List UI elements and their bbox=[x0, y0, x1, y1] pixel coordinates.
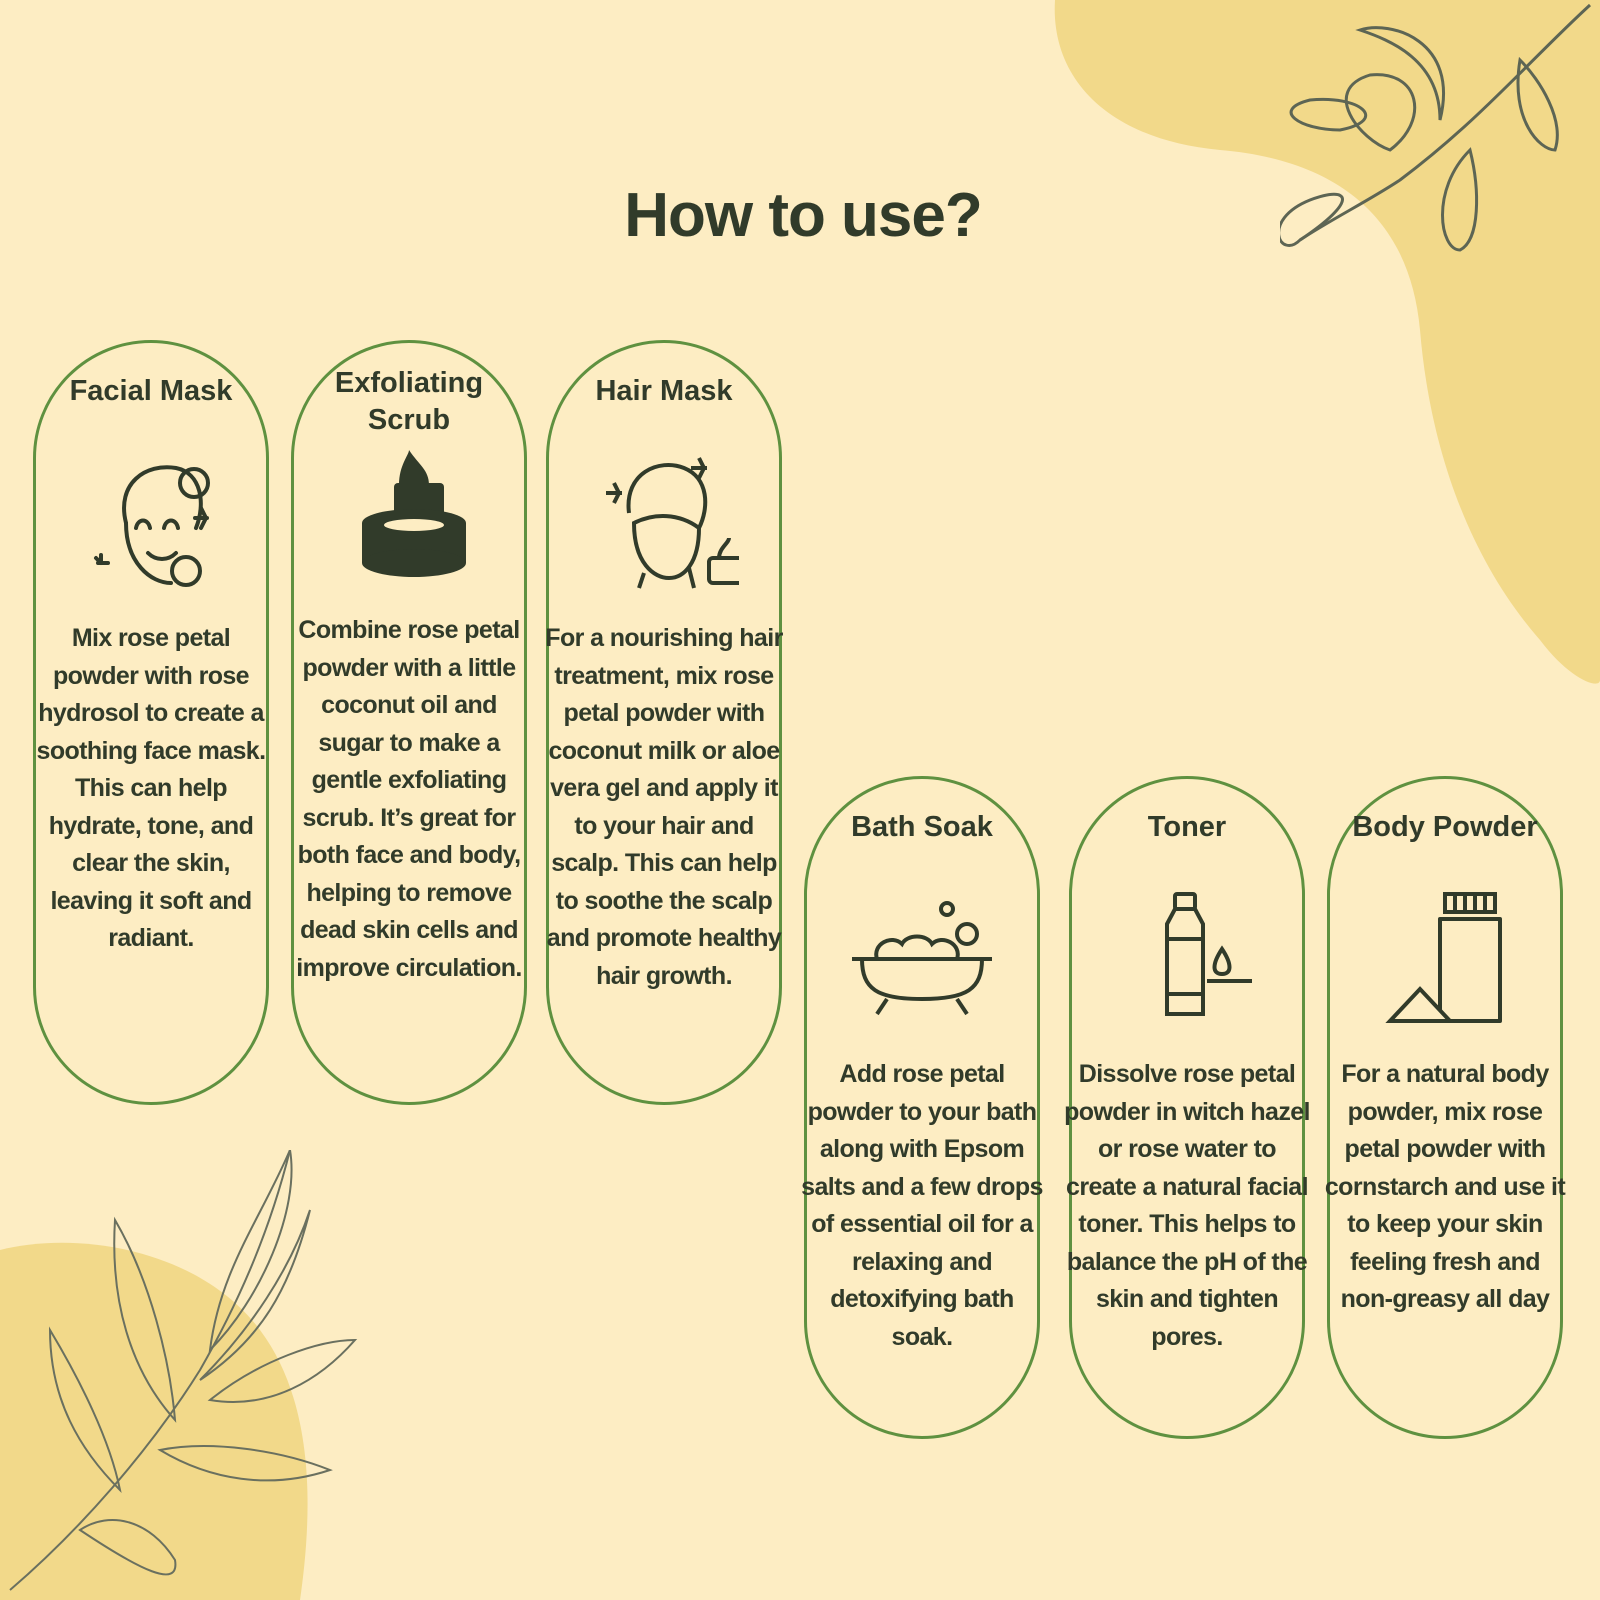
card-description: Add rose petal powder to your bath along… bbox=[801, 1060, 1043, 1351]
card-description: For a natural body powder, mix rose peta… bbox=[1324, 1060, 1566, 1313]
card-title: Bath Soak bbox=[851, 811, 993, 843]
leaf-branch-top-right-icon bbox=[1280, 3, 1592, 252]
card-description: Dissolve rose petal powder in witch haze… bbox=[1064, 1060, 1310, 1351]
card-exfoliating-scrub: Exfoliating Scrub Combine rose petal pow… bbox=[291, 340, 527, 1105]
card-facial-mask: Facial Mask Mix rose petal powder with r… bbox=[33, 340, 269, 1105]
card-description: Combine rose petal powder with a little … bbox=[296, 616, 522, 982]
card-description: For a nourishing hair treatment, mix ros… bbox=[545, 624, 783, 990]
card-title: Toner bbox=[1147, 811, 1227, 843]
face-mask-icon bbox=[94, 465, 210, 587]
decorative-blob-bottom-left bbox=[0, 1242, 308, 1600]
toner-bottle-icon bbox=[1165, 892, 1252, 1016]
powder-jar-icon bbox=[1385, 892, 1502, 1023]
card-description: Mix rose petal powder with rose hydrosol… bbox=[36, 624, 267, 952]
card-hair-mask: Hair Mask For a nourishing hair treatmen… bbox=[545, 340, 783, 1105]
card-body-powder: Body Powder For a natural body powder, m… bbox=[1325, 776, 1566, 1439]
page-title: How to use? bbox=[624, 181, 983, 250]
decorative-blob-top-right bbox=[1054, 0, 1600, 684]
scrub-jar-icon bbox=[362, 450, 466, 577]
card-title: Body Powder bbox=[1352, 811, 1538, 843]
leaf-branch-bottom-left-icon bbox=[9, 1150, 358, 1591]
card-title: Hair Mask bbox=[595, 375, 733, 407]
bathtub-icon bbox=[852, 901, 992, 1016]
card-title: Facial Mask bbox=[69, 375, 233, 407]
card-toner: Toner Dissolve rose petal powder in witc… bbox=[1064, 776, 1310, 1439]
hair-towel-icon bbox=[606, 457, 746, 589]
card-title: Exfoliating Scrub bbox=[334, 367, 484, 436]
card-bath-soak: Bath Soak Add rose petal powder to your … bbox=[801, 776, 1043, 1439]
